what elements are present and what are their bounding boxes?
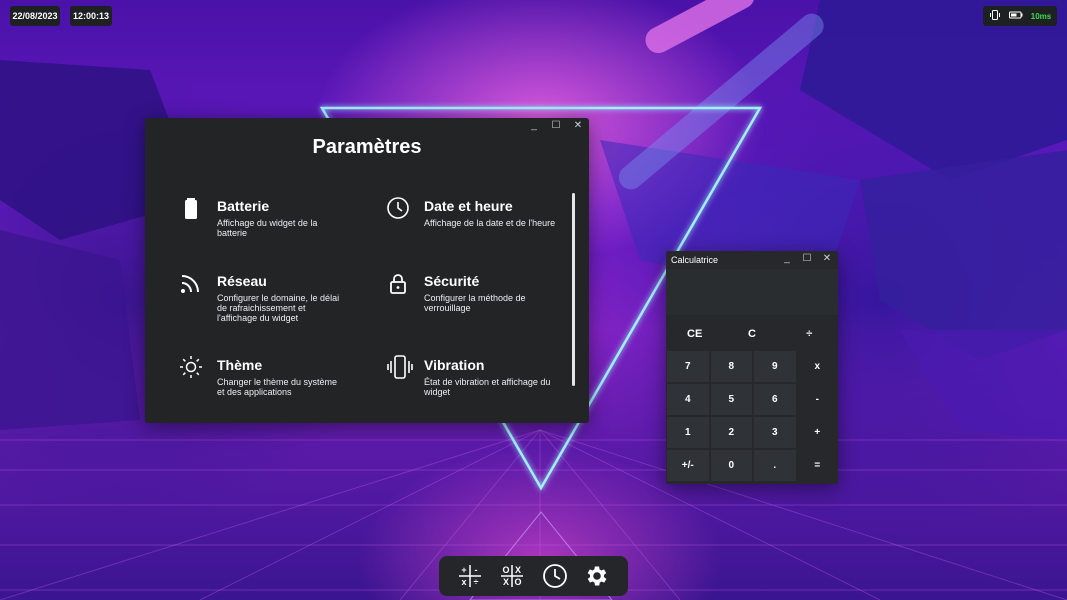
- ttt-glyph: X: [515, 565, 521, 575]
- status-widget: 10ms: [983, 6, 1057, 26]
- dock-settings-button[interactable]: [582, 561, 612, 591]
- calc-glyph: -: [475, 565, 478, 575]
- setting-security[interactable]: Sécurité Configurer la méthode de verrou…: [390, 273, 599, 313]
- time-text: 12:00:13: [72, 11, 110, 21]
- dock: + - x ÷ O X X O: [439, 556, 628, 596]
- calc-key-negate[interactable]: +/-: [667, 450, 709, 481]
- calc-glyph: x: [462, 577, 467, 587]
- setting-desc: Configurer la méthode de verrouillage: [424, 293, 526, 313]
- calc-row: +/- 0 . =: [666, 449, 838, 482]
- minimize-button[interactable]: _: [531, 120, 537, 131]
- calc-key-1[interactable]: 1: [667, 417, 709, 448]
- settings-title: Paramètres: [312, 136, 422, 158]
- calc-key-multiply[interactable]: x: [814, 361, 821, 372]
- calculator-keypad: CE C ÷ 7 8 9 x 4 5 6 - 1 2 3 + +/- 0 . =: [666, 317, 838, 482]
- lock-icon: [386, 271, 410, 295]
- calculator-window-controls: _ ☐ ✕: [782, 254, 832, 264]
- dock-calculator-button[interactable]: + - x ÷: [455, 561, 485, 591]
- vibration-icon: [989, 9, 1001, 23]
- setting-battery[interactable]: Batterie Affichage du widget de la batte…: [185, 198, 392, 238]
- clock-icon: [542, 564, 567, 588]
- calc-key-8[interactable]: 8: [710, 351, 752, 382]
- date-text: 22/08/2023: [12, 11, 58, 21]
- calc-row: CE C ÷: [666, 317, 838, 350]
- setting-vibration[interactable]: Vibration État de vibration et affichage…: [387, 355, 599, 397]
- time-widget: 12:00:13: [70, 6, 112, 26]
- vibration-icon: [386, 355, 413, 379]
- calc-key-6[interactable]: 6: [754, 384, 796, 415]
- setting-desc: État de vibration et affichage du widget: [424, 377, 551, 397]
- setting-name: Vibration: [424, 357, 485, 373]
- setting-date-time[interactable]: Date et heure Affichage de la date et de…: [387, 197, 599, 228]
- setting-desc: Affichage de la date et de l'heure: [424, 218, 556, 228]
- setting-name: Batterie: [217, 198, 270, 214]
- battery-icon: [179, 196, 203, 220]
- setting-name: Sécurité: [424, 273, 480, 289]
- calculator-title: Calculatrice: [671, 255, 719, 265]
- setting-desc: Configurer le domaine, le délai de rafra…: [217, 293, 340, 323]
- tictactoe-icon: O X X O: [501, 565, 524, 587]
- clock-icon: [386, 196, 410, 220]
- network-icon: [179, 271, 203, 295]
- ttt-glyph: X: [503, 577, 509, 587]
- calc-row: 1 2 3 +: [666, 416, 838, 449]
- calc-key-4[interactable]: 4: [667, 384, 709, 415]
- settings-window: _ ☐ ✕ Paramètres Batterie Affichage du w…: [145, 118, 589, 423]
- calc-glyph: ÷: [474, 577, 479, 587]
- maximize-button[interactable]: ☐: [802, 253, 812, 264]
- close-button[interactable]: ✕: [573, 120, 583, 131]
- setting-desc: Changer le thème du système et des appli…: [217, 377, 338, 397]
- calculator-icon: + - x ÷: [459, 565, 482, 587]
- settings-window-controls: _ ☐ ✕: [529, 121, 583, 131]
- calc-key-9[interactable]: 9: [754, 351, 796, 382]
- setting-name: Date et heure: [424, 198, 513, 214]
- minimize-button[interactable]: _: [784, 253, 790, 264]
- setting-theme[interactable]: Thème Changer le thème du système et des…: [180, 356, 392, 397]
- calc-key-5[interactable]: 5: [710, 384, 752, 415]
- calc-key-decimal[interactable]: .: [754, 450, 796, 481]
- gear-icon: [587, 566, 607, 586]
- calc-key-divide[interactable]: ÷: [806, 327, 813, 340]
- maximize-button[interactable]: ☐: [551, 120, 561, 131]
- calc-key-subtract[interactable]: -: [815, 394, 819, 405]
- calculator-window: Calculatrice _ ☐ ✕ CE C ÷ 7 8 9 x 4 5 6 …: [666, 251, 838, 484]
- calc-key-add[interactable]: +: [814, 427, 821, 438]
- battery-icon: [1008, 10, 1023, 22]
- ping-text: 10ms: [1030, 11, 1052, 21]
- sun-icon: [179, 355, 203, 379]
- calculator-display: [666, 269, 838, 315]
- setting-name: Réseau: [217, 273, 267, 289]
- calc-row: 4 5 6 -: [666, 383, 838, 416]
- close-button[interactable]: ✕: [822, 253, 832, 264]
- setting-desc: Affichage du widget de la batterie: [217, 218, 318, 238]
- date-widget: 22/08/2023: [10, 6, 60, 26]
- ttt-glyph: O: [503, 565, 510, 575]
- setting-network[interactable]: Réseau Configurer le domaine, le délai d…: [181, 273, 392, 323]
- setting-name: Thème: [217, 357, 263, 373]
- settings-scrollbar[interactable]: [572, 193, 575, 386]
- calc-key-equals[interactable]: =: [814, 460, 821, 471]
- calc-key-2[interactable]: 2: [710, 417, 752, 448]
- calc-row: 7 8 9 x: [666, 350, 838, 383]
- calc-key-clear-entry[interactable]: CE: [687, 327, 703, 340]
- calc-key-0[interactable]: 0: [710, 450, 752, 481]
- dock-clock-button[interactable]: [540, 561, 570, 591]
- calc-key-7[interactable]: 7: [667, 351, 709, 382]
- calc-key-3[interactable]: 3: [754, 417, 796, 448]
- calc-glyph: +: [461, 565, 466, 575]
- dock-tictactoe-button[interactable]: O X X O: [497, 561, 527, 591]
- ttt-glyph: O: [515, 577, 522, 587]
- calc-key-clear[interactable]: C: [748, 327, 756, 340]
